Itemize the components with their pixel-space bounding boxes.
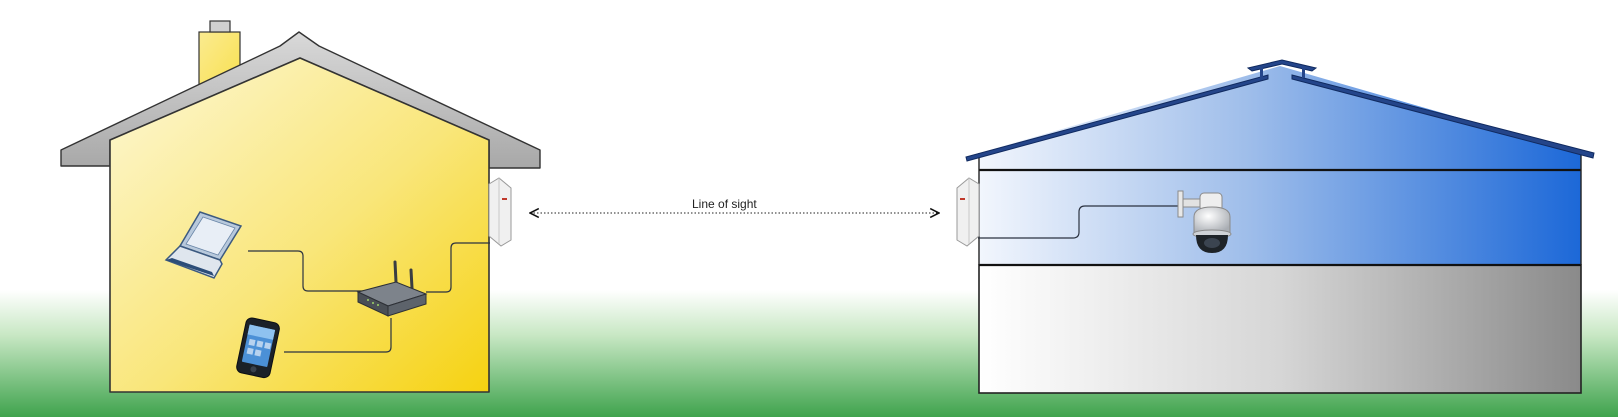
barn-roof-right-edge [1291,74,1595,159]
router-icon [356,260,428,317]
chimney-cap [209,20,231,33]
cable-phone-router [284,318,392,353]
cable-antenna-camera [978,205,1186,239]
ptz-dome-camera-icon [1177,190,1232,253]
line-of-sight-label: Line of sight [692,197,757,211]
cable-laptop-router [248,250,372,292]
cable-router-antenna [426,242,490,293]
barn-vent-post-left [1260,68,1263,78]
barn [965,59,1595,394]
laptop-icon [164,211,243,279]
barn-ridge-vent [1246,59,1318,72]
wireless-antenna-right-icon [956,177,980,247]
barn-lower-section [978,264,1582,394]
smartphone-icon [236,317,280,379]
barn-roof-left-edge [965,74,1269,162]
network-cables [248,205,1186,353]
wireless-antenna-left-icon [488,177,512,247]
barn-upper-section [979,170,1581,265]
barn-roof-gable [979,66,1581,170]
barn-vent-post-right [1302,68,1305,78]
house [60,20,541,393]
